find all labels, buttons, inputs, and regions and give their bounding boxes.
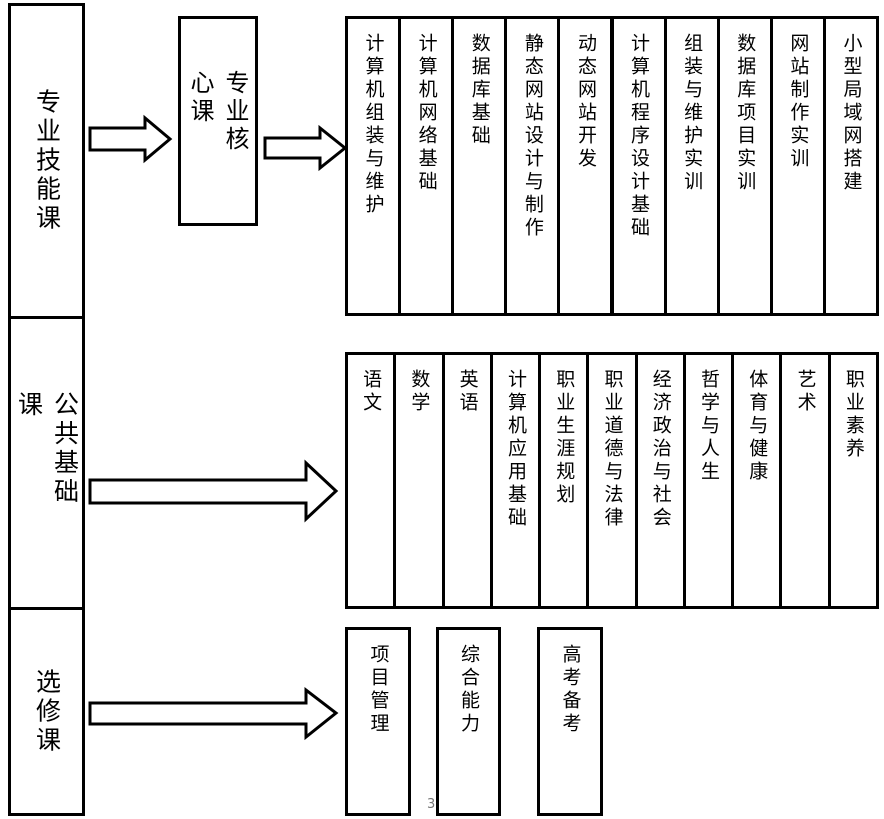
public-course-label: 哲学与人生	[698, 369, 721, 484]
left-column-professional: 专业技能课	[8, 3, 85, 319]
public-course-label: 数学	[408, 369, 431, 415]
core-course-cell: 小型局域网搭建	[822, 16, 879, 316]
public-course-label: 体育与健康	[746, 369, 769, 484]
elective-course-label: 综合能力	[458, 644, 480, 736]
public-course-label: 计算机应用基础	[504, 369, 527, 530]
core-course-label: 静态网站设计与制作	[521, 33, 544, 240]
arrow-right-icon	[263, 124, 348, 172]
label-core: 专业核心课	[186, 70, 249, 154]
arrow-right-icon	[88, 459, 339, 523]
label-public-basic: 公共基础课	[14, 391, 80, 507]
public-course-label: 职业生涯规划	[553, 369, 576, 507]
core-course-cell: 动态网站开发	[557, 16, 614, 316]
core-course-label: 网站制作实训	[787, 33, 810, 171]
elective-course-box: 项目管理	[345, 627, 411, 816]
core-course-label: 数据库项目实训	[734, 33, 757, 194]
core-course-label: 小型局域网搭建	[840, 33, 863, 194]
left-column-elective: 选修课	[8, 607, 85, 816]
core-course-cell: 数据库项目实训	[716, 16, 773, 316]
public-course-cell: 职业素养	[827, 352, 879, 609]
elective-course-label: 项目管理	[367, 644, 390, 736]
public-course-label: 英语	[456, 369, 479, 415]
public-course-cell: 体育与健康	[731, 352, 783, 609]
arrow-right-icon	[88, 686, 339, 741]
core-course-label: 动态网站开发	[574, 33, 597, 171]
public-course-label: 经济政治与社会	[649, 369, 672, 530]
label-professional-skills: 专业技能课	[32, 88, 62, 234]
core-course-label: 组装与维护实训	[681, 33, 704, 194]
core-course-label: 计算机程序设计基础	[628, 33, 651, 240]
core-course-box: 专业核心课	[178, 16, 258, 226]
core-course-label: 数据库基础	[468, 33, 491, 148]
public-course-label: 职业素养	[842, 369, 865, 461]
elective-course-box: 综合能力	[436, 627, 501, 816]
public-course-label: 职业道德与法律	[601, 369, 624, 530]
elective-course-label: 高考备考	[559, 644, 582, 736]
label-elective: 选修课	[32, 668, 62, 755]
core-course-label: 计算机网络基础	[415, 33, 438, 194]
core-course-cell: 数据库基础	[451, 16, 508, 316]
elective-course-box: 高考备考	[537, 627, 603, 816]
core-course-label: 计算机组装与维护	[362, 33, 385, 217]
public-course-cell: 计算机应用基础	[489, 352, 542, 609]
core-course-cell: 网站制作实训	[769, 16, 826, 316]
arrow-right-icon	[88, 114, 173, 164]
public-course-label: 艺术	[794, 369, 817, 415]
page-number: 3	[427, 797, 436, 812]
public-course-label: 语文	[360, 369, 383, 415]
